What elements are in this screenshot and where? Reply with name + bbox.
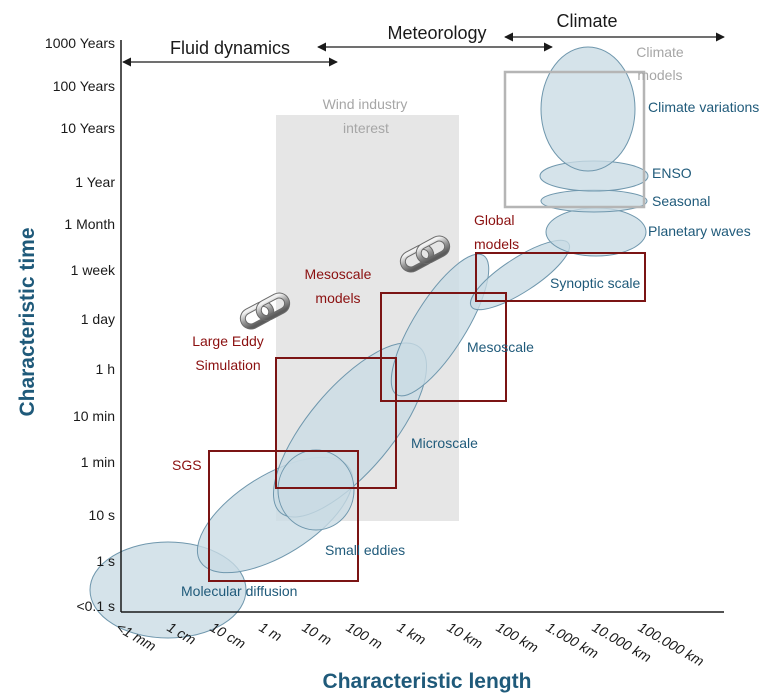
y-tick-label: 1 Year [75, 174, 115, 190]
y-tick-label: 1 day [81, 311, 115, 327]
x-tick-label: 10 m [300, 619, 335, 649]
mesoscale-models-box [380, 292, 507, 402]
y-tick-labels: 1000 Years 100 Years 10 Years 1 Year 1 M… [45, 35, 116, 614]
label-climate-variations: Climate variations [648, 99, 759, 115]
y-tick-label: 1 h [96, 361, 115, 377]
label-les-line1: Large Eddy [192, 333, 264, 349]
climate-variations-ellipse [540, 46, 636, 172]
label-seasonal: Seasonal [652, 193, 710, 209]
label-synoptic-scale: Synoptic scale [550, 275, 640, 291]
seasonal-ellipse [540, 189, 648, 213]
model-boxes [208, 252, 646, 582]
y-tick-label: 1 week [71, 262, 116, 278]
climate-models-label-line1: Climate [636, 44, 684, 60]
x-tick-label: 10 km [445, 619, 486, 652]
label-global-models-line2: models [474, 236, 519, 252]
phenomena-labels: Climate variations ENSO Seasonal Planeta… [181, 99, 759, 599]
label-mesoscale-models-line1: Mesoscale [305, 266, 372, 282]
x-axis-title: Characteristic length [323, 670, 532, 693]
domain-label-fluid-dynamics: Fluid dynamics [170, 38, 290, 58]
wind-industry-label-line2: interest [343, 120, 389, 136]
x-tick-label: 10 cm [208, 619, 249, 652]
label-small-eddies: Small eddies [325, 542, 405, 558]
label-molecular-diffusion: Molecular diffusion [181, 583, 297, 599]
y-tick-label: <0.1 s [76, 598, 115, 614]
x-tick-label: 100 m [344, 619, 386, 652]
domain-label-climate: Climate [556, 11, 617, 31]
y-tick-label: 1 s [96, 553, 115, 569]
small-eddies-core-ellipse [277, 449, 355, 531]
climate-models-label-line2: models [637, 67, 682, 83]
x-tick-label: 1 m [257, 619, 286, 645]
domain-arrows [122, 32, 725, 67]
y-tick-label: 10 s [89, 507, 115, 523]
y-tick-label: 1000 Years [45, 35, 115, 51]
label-sgs: SGS [172, 457, 202, 473]
chain-link-icon [239, 292, 291, 330]
label-les-line2: Simulation [195, 357, 260, 373]
wind-industry-label-line1: Wind industry [323, 96, 408, 112]
y-tick-label: 10 min [73, 408, 115, 424]
label-enso: ENSO [652, 165, 692, 181]
x-tick-label: 1 km [395, 619, 430, 648]
domain-label-meteorology: Meteorology [387, 23, 486, 43]
les-box [275, 357, 397, 489]
label-microscale: Microscale [411, 435, 478, 451]
y-tick-label: 100 Years [53, 78, 115, 94]
label-mesoscale-models-line2: models [315, 290, 360, 306]
planetary-waves-ellipse [545, 207, 647, 257]
x-tick-label: 100 km [494, 619, 542, 656]
global-models-box [475, 252, 646, 302]
model-labels: Global models Mesoscale models Large Edd… [172, 212, 519, 473]
y-tick-label: 1 min [81, 454, 115, 470]
climate-models-box [503, 70, 646, 209]
y-axis-title: Characteristic time [16, 227, 39, 416]
label-mesoscale: Mesoscale [467, 339, 534, 355]
label-global-models-line1: Global [474, 212, 514, 228]
label-planetary-waves: Planetary waves [648, 223, 751, 239]
sgs-box [208, 450, 359, 582]
y-tick-label: 1 Month [64, 216, 115, 232]
chain-link-icon [399, 235, 451, 273]
y-tick-label: 10 Years [61, 120, 116, 136]
